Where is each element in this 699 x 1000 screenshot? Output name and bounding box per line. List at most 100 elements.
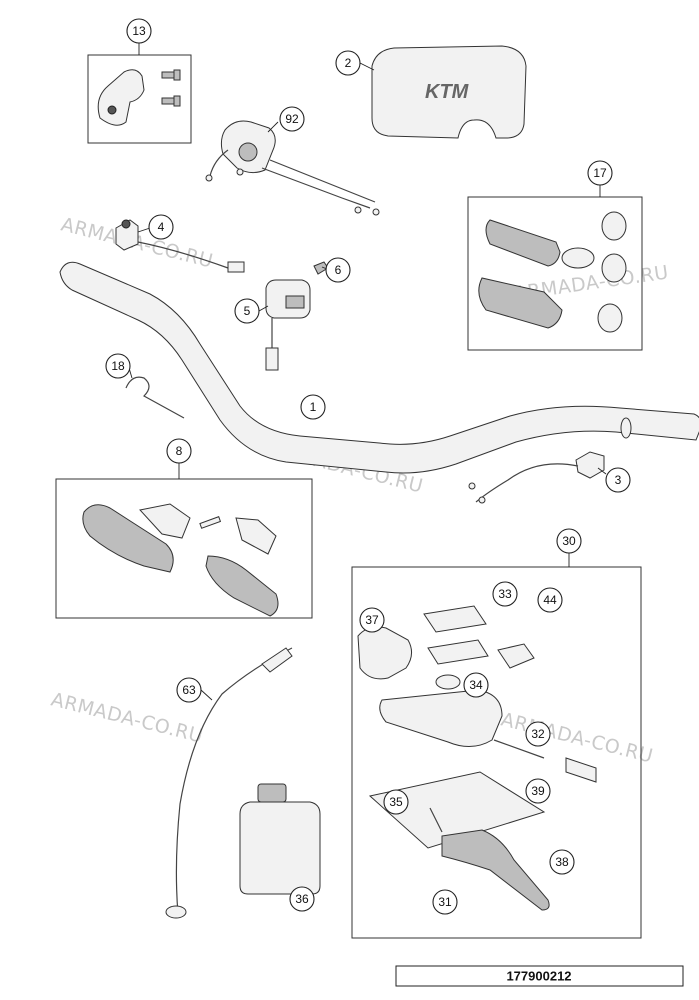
- callout-17: 17: [587, 160, 613, 186]
- part-8-guard-left: [82, 504, 174, 573]
- svg-text:37: 37: [365, 613, 379, 627]
- part-3-terminal-b: [478, 496, 486, 504]
- callout-5: 5: [234, 298, 260, 324]
- svg-text:6: 6: [335, 263, 342, 277]
- part-2-leader: [359, 62, 375, 71]
- part-3-wire: [475, 463, 579, 503]
- watermark-5: ARMADA-CO.RU: [499, 709, 656, 768]
- part-36-cap: [257, 783, 287, 803]
- part-44-clamp: [497, 643, 535, 669]
- part-37-clamp: [357, 626, 412, 680]
- callout-92: 92: [279, 106, 305, 132]
- callout-4: 4: [148, 214, 174, 240]
- part-1-bar: [59, 261, 699, 474]
- svg-text:38: 38: [555, 855, 569, 869]
- callout-36: 36: [289, 886, 315, 912]
- svg-text:44: 44: [543, 593, 557, 607]
- svg-text:4: 4: [158, 220, 165, 234]
- part-5-leader: [258, 305, 269, 312]
- part-13-bolt-b: [161, 95, 181, 107]
- part-92-end-b: [372, 208, 380, 216]
- part-8-box: [55, 478, 313, 619]
- svg-text:32: 32: [531, 727, 545, 741]
- part-18-tie: [125, 376, 185, 419]
- svg-text:17: 17: [593, 166, 607, 180]
- part-39-boot: [565, 757, 597, 783]
- part-5-button: [285, 295, 305, 309]
- callout-37: 37: [359, 607, 385, 633]
- callout-13: 13: [126, 18, 152, 44]
- part-36-bottle: [239, 801, 321, 895]
- svg-text:36: 36: [295, 892, 309, 906]
- svg-text:30: 30: [562, 534, 576, 548]
- part-17-grip-top: [485, 219, 561, 267]
- part-8-mount-left: [139, 503, 191, 539]
- part-13-clamp: [97, 69, 145, 126]
- part-63-line: [175, 647, 293, 915]
- svg-text:2: 2: [345, 56, 352, 70]
- part-92-cable-b: [261, 167, 371, 209]
- part-17-box: [467, 196, 643, 351]
- part-35-spring: [429, 807, 443, 833]
- callout-32: 32: [525, 721, 551, 747]
- part-18-cable-tie: [125, 367, 185, 419]
- svg-text:1: 1: [310, 400, 317, 414]
- callout-39: 39: [525, 778, 551, 804]
- part-17-ring-a: [601, 211, 627, 241]
- callout-1: 1: [300, 394, 326, 420]
- part-13-hole: [107, 105, 117, 115]
- part-38-plate: [368, 771, 546, 849]
- callout-33: 33: [492, 581, 518, 607]
- callout-44: 44: [537, 587, 563, 613]
- part-63-fitting-top: [261, 647, 293, 673]
- part-13-bolt-a: [161, 69, 181, 81]
- svg-text:13: 13: [132, 24, 146, 38]
- svg-text:18: 18: [111, 359, 125, 373]
- callout-34: 34: [463, 672, 489, 698]
- part-4-wire: [137, 241, 229, 269]
- part-36-fluid-bottle: [239, 783, 321, 895]
- svg-text:63: 63: [182, 683, 196, 697]
- document-number: 177900212: [506, 969, 571, 984]
- document-number-box: 177900212: [395, 965, 684, 987]
- part-92-leader: [267, 121, 279, 133]
- part-31-lever: [441, 829, 550, 911]
- part-1-bar-end: [620, 417, 632, 439]
- callout-18: 18: [105, 353, 131, 379]
- part-4-connector: [227, 261, 245, 273]
- svg-text:8: 8: [176, 444, 183, 458]
- callout-2: 2: [335, 50, 361, 76]
- part-5-connector: [265, 347, 279, 371]
- part-8-guard-right: [205, 555, 279, 617]
- part-8-group: [55, 463, 313, 619]
- part-17-grip-bottom: [478, 277, 563, 329]
- part-3-switch: [468, 451, 607, 504]
- part-92-terminal-a: [205, 174, 213, 182]
- part-4-button: [121, 219, 131, 229]
- part-2-logo: KTM: [425, 81, 470, 103]
- svg-text:35: 35: [389, 795, 403, 809]
- part-17-group: [467, 185, 643, 351]
- part-92-knob: [238, 142, 258, 162]
- part-30-box: [351, 566, 642, 939]
- svg-text:33: 33: [498, 587, 512, 601]
- part-3-leader: [597, 467, 607, 475]
- part-30-group: [351, 553, 642, 939]
- part-3-body: [575, 451, 605, 479]
- part-17-ring-b: [601, 253, 627, 283]
- part-34-cap: [435, 674, 461, 690]
- part-92-cable-a: [269, 159, 376, 203]
- callout-3: 3: [605, 467, 631, 493]
- svg-text:3: 3: [615, 473, 622, 487]
- part-92-terminal-b: [236, 168, 244, 176]
- part-32-piston: [493, 739, 545, 759]
- part-33-diaphragm: [427, 639, 489, 665]
- callout-35: 35: [383, 789, 409, 815]
- part-30-cylinder: [379, 689, 503, 747]
- part-17-ring-c: [597, 303, 623, 333]
- svg-text:39: 39: [531, 784, 545, 798]
- part-8-mount-right: [235, 517, 277, 555]
- svg-text:34: 34: [469, 678, 483, 692]
- part-8-spacer: [199, 516, 222, 529]
